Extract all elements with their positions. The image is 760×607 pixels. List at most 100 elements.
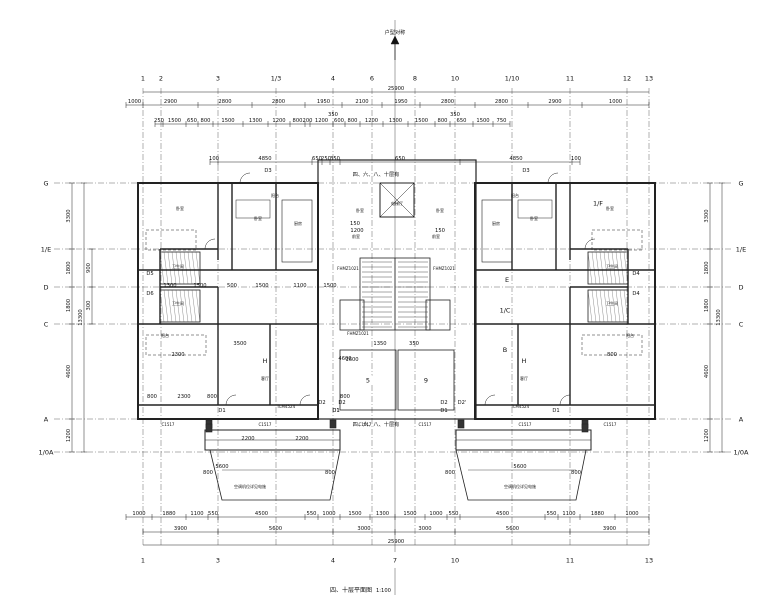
inner-dim: 1500 <box>323 283 336 289</box>
column <box>457 419 465 429</box>
room-label: 前室 <box>352 233 360 239</box>
axis-label: 8 <box>413 74 417 82</box>
axis-bubble-bottom <box>641 552 657 568</box>
column <box>205 423 213 433</box>
elevator-shaft <box>339 299 365 331</box>
inner-dim: 1100 <box>293 283 306 289</box>
dim-label: 1300 <box>249 118 262 124</box>
axis-label: 1/E <box>41 245 51 253</box>
inner-dim: 800 <box>340 394 350 400</box>
axis-bubble-top <box>364 70 380 86</box>
hatch <box>619 289 625 323</box>
inner-dim: 800 <box>325 470 335 476</box>
dim-label: 1200 <box>66 429 72 442</box>
room-label: 阳台 <box>511 192 519 198</box>
kitchen-counter <box>481 199 513 263</box>
dim-label: 5600 <box>506 526 519 532</box>
inner-dim: 800 <box>607 352 617 358</box>
axis-label: 1/0A <box>39 448 54 456</box>
inner-dim: 2200 <box>295 436 308 442</box>
axis-bubble-right <box>733 175 749 191</box>
kitchen-counter <box>281 199 313 263</box>
dim-label: 1100 <box>190 511 203 517</box>
door-label: D4 <box>632 271 640 277</box>
dim-label: 2800 <box>441 99 454 105</box>
room-label: 阳台 <box>626 332 634 338</box>
outer-wall <box>137 182 319 420</box>
axis-bubble-left <box>38 411 54 427</box>
axis-bubble-top <box>562 70 578 86</box>
hatch <box>587 289 593 323</box>
hatch <box>167 289 173 323</box>
dim-label: 1950 <box>317 99 330 105</box>
hatch <box>603 289 609 323</box>
dim-label: 3300 <box>66 209 72 222</box>
inner-dim: 500 <box>227 283 237 289</box>
hatch <box>587 251 593 285</box>
fixture <box>235 199 271 219</box>
dim-label: 4600 <box>66 365 72 378</box>
bottom-note: 空调机位详见电施 <box>504 483 536 489</box>
axis-bubble-bottom <box>562 552 578 568</box>
room-label: 客厅 <box>261 375 269 381</box>
north-arrow-head <box>390 35 400 45</box>
door-label: D2 <box>318 400 325 406</box>
dim-label: 1200 <box>704 429 710 442</box>
axis-bubble-right <box>733 316 749 332</box>
dim-label: 650 <box>395 156 405 162</box>
hatch <box>175 289 181 323</box>
axis-bubble-bottom <box>387 552 403 568</box>
dim-label: 100 <box>209 156 219 162</box>
axis-bubble-right <box>733 279 749 295</box>
room-label: 厨房 <box>492 220 500 226</box>
window-label: C1517 <box>604 422 617 427</box>
axis-bubble-left <box>38 316 54 332</box>
axis-label: 12 <box>623 74 631 82</box>
bay-window <box>455 449 587 501</box>
axis-label: A <box>44 415 49 423</box>
axis-label: 6 <box>370 74 374 82</box>
window-label: TLM4524 <box>276 404 296 409</box>
room-label: 卫生间 <box>172 300 184 306</box>
axis-bubble-top <box>504 70 520 86</box>
door-swing <box>204 238 216 250</box>
door-swing <box>547 172 559 184</box>
axis-bubble-top <box>407 70 423 86</box>
unit-label: H <box>522 357 527 365</box>
door-label: D1 <box>332 408 339 414</box>
hatch <box>195 289 201 323</box>
dim-label: 550 <box>547 511 557 517</box>
door-label: D2 <box>440 400 447 406</box>
dim-label: 1500 <box>348 511 361 517</box>
door-label: D1 <box>552 408 559 414</box>
axis-label: 3 <box>216 74 220 82</box>
hatch <box>595 251 601 285</box>
axis-label: 3 <box>216 556 220 564</box>
hatch <box>607 251 613 285</box>
inner-dim: 2200 <box>241 436 254 442</box>
bay-window <box>209 449 341 501</box>
dim-label: 13300 <box>716 309 722 326</box>
axis-label: 13 <box>645 556 653 564</box>
door-label: D1 <box>440 408 447 414</box>
axis-label: 9 <box>424 376 428 384</box>
dim-label: 5600 <box>269 526 282 532</box>
detail-bubble <box>499 304 511 316</box>
room-label: 卧室 <box>356 207 364 213</box>
dim-label: 1950 <box>394 99 407 105</box>
dim-label: 1500 <box>168 118 181 124</box>
axis-bubble-right <box>733 411 749 427</box>
dim-label: 1500 <box>415 118 428 124</box>
dim-label: 1200 <box>272 118 285 124</box>
dim-label: 1800 <box>704 261 710 274</box>
dim-label: 3000 <box>357 526 370 532</box>
dim-total: 25900 <box>388 539 405 545</box>
dim-label: 250 <box>154 118 164 124</box>
dim-label: 750 <box>497 118 507 124</box>
dim-label: 4600 <box>704 365 710 378</box>
axis-bubble-right <box>733 241 749 257</box>
unit-label: B <box>503 346 507 354</box>
elevator-shaft <box>379 182 415 218</box>
axis-label: 7 <box>393 556 397 564</box>
drawing-scale: 1:100 <box>376 588 391 594</box>
